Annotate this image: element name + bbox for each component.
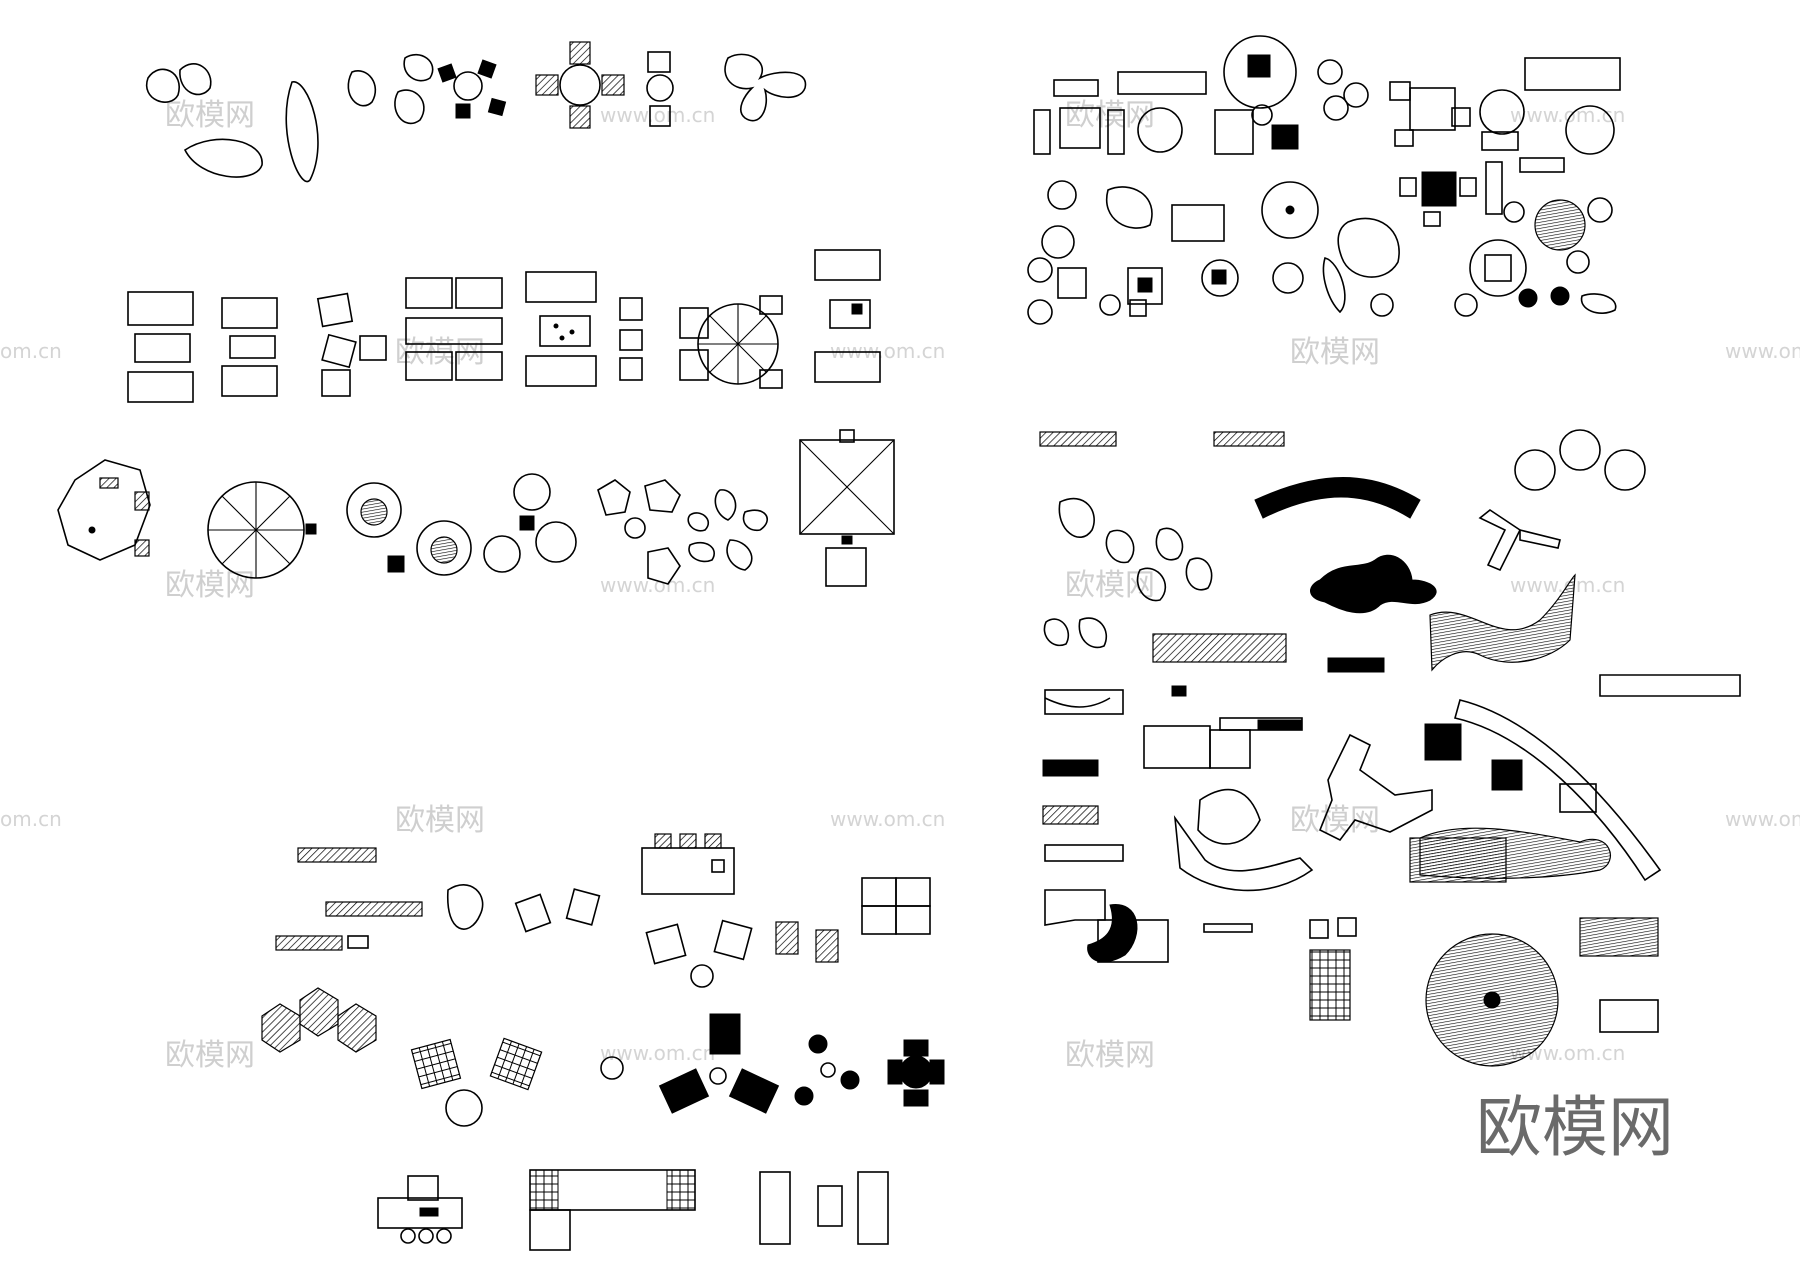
daybed-pair	[525, 271, 597, 387]
round-seats-cluster	[346, 473, 577, 576]
sculptural-benches-group	[1039, 429, 1741, 1067]
site-logo: 欧模网	[1476, 1089, 1674, 1166]
cafe-sets-grid	[1027, 35, 1621, 325]
watermark-brand: 欧模网	[165, 568, 255, 603]
watermark-brand: 欧模网	[1065, 568, 1155, 603]
armchairs-cluster	[316, 292, 387, 397]
watermark-url: www.om.cn	[1725, 807, 1800, 831]
watermark-url: om.cn	[0, 339, 62, 363]
watermark-url: www.om.cn	[600, 573, 715, 597]
watermark-brand: 欧模网	[165, 98, 255, 133]
watermark-url: www.om.cn	[600, 1041, 715, 1065]
side-tables-column	[619, 297, 643, 381]
pebble-stools-group	[145, 53, 434, 183]
tri-lounge-cluster	[724, 53, 807, 122]
watermark-brand: 欧模网	[1065, 98, 1155, 133]
watermark-brand: 欧模网	[1290, 803, 1380, 838]
watermark-brand: 欧模网	[395, 803, 485, 838]
watermark-url: www.om.cn	[1725, 339, 1800, 363]
watermark-brand: 欧模网	[165, 1038, 255, 1073]
square-pavilion	[799, 429, 895, 587]
watermark-url: www.om.cn	[830, 807, 945, 831]
round-table-set	[437, 59, 507, 119]
hex-stool-cluster	[597, 479, 768, 585]
watermark-brand: 欧模网	[1290, 335, 1380, 370]
octagon-parasol	[57, 459, 151, 561]
sofa-stack	[127, 291, 194, 403]
umbrella-with-loungers	[679, 295, 783, 389]
watermark-brand: 欧模网	[1065, 1038, 1155, 1073]
round-table-four-chairs	[535, 41, 625, 129]
bistro-table-two-chairs	[646, 51, 674, 127]
watermark-layer: 欧模网 欧模网 欧模网 欧模网 欧模网 欧模网 欧模网 欧模网 欧模网 欧模网 …	[0, 98, 1800, 1073]
sofa-set-two	[221, 297, 278, 397]
watermark-url: www.om.cn	[600, 103, 715, 127]
bottom-left-furniture-group	[261, 833, 945, 1251]
watermark-url: om.cn	[0, 807, 62, 831]
round-parasol-ribbed	[207, 481, 317, 579]
watermark-url: www.om.cn	[830, 339, 945, 363]
bench-grid	[405, 277, 503, 381]
sofa-unit-framed	[814, 249, 881, 383]
